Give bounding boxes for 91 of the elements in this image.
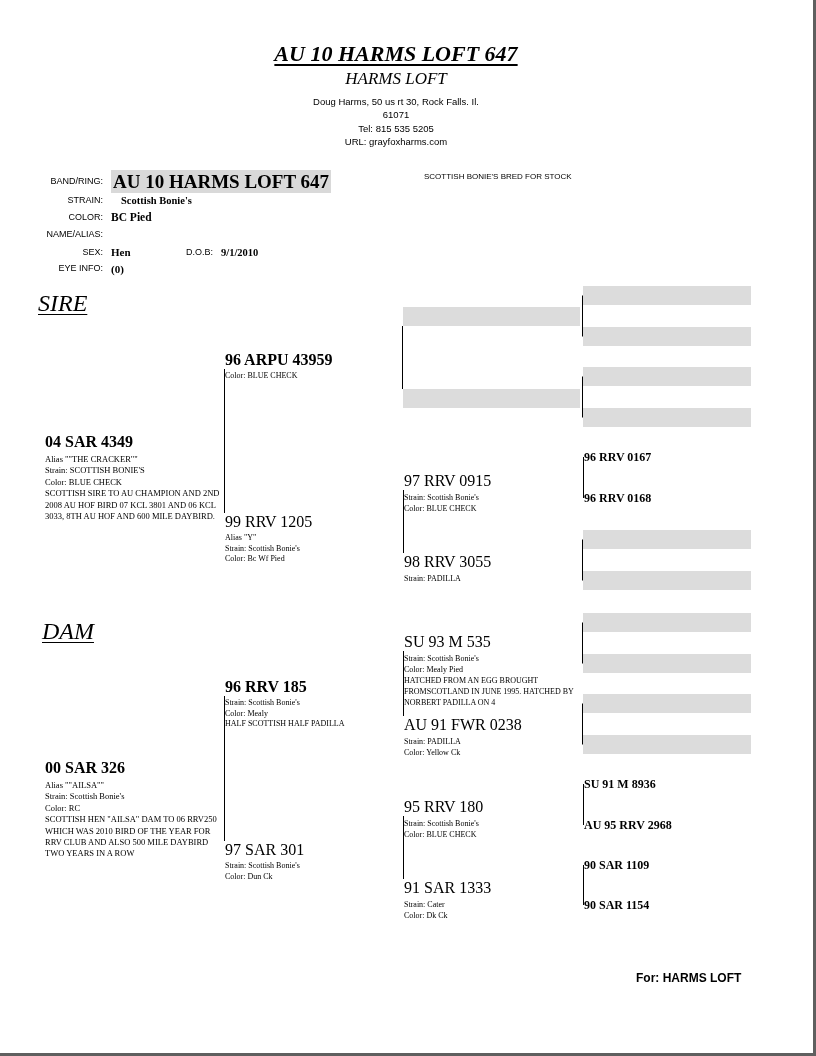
- band-number: 95 RRV 180: [404, 798, 484, 816]
- pairing-line: [403, 650, 404, 717]
- band-number: 90 SAR 1154: [584, 898, 650, 912]
- band-number: SU 93 M 535: [404, 633, 491, 651]
- blank-pedigree-bar: [583, 571, 751, 590]
- band-number: 98 RRV 3055: [404, 553, 492, 571]
- pairing-line: [224, 368, 225, 514]
- bird-detail: Strain: Scottish Bonie's: [404, 818, 479, 829]
- bird-detail: Strain: Cater: [404, 899, 445, 910]
- field-label: D.O.B:: [186, 248, 213, 257]
- band-number: 96 RRV 0167: [584, 450, 652, 464]
- loft-name: HARMS LOFT: [345, 69, 447, 89]
- pairing-line: [583, 783, 584, 826]
- blank-pedigree-bar: [583, 735, 751, 754]
- band-number: 90 SAR 1109: [584, 858, 650, 872]
- address-line: Doug Harms, 50 us rt 30, Rock Falls. Il.: [313, 96, 479, 108]
- bird-detail: Strain: Scottish Bonie's: [45, 791, 125, 803]
- bird-detail: Color: Bc Wf Pied: [225, 554, 285, 565]
- band-number: 99 RRV 1205: [225, 513, 313, 531]
- bird-detail: Color: BLUE CHECK: [225, 371, 298, 382]
- bird-detail: Strain: Scottish Bonie's: [225, 861, 300, 872]
- pairing-line: [403, 489, 404, 554]
- section-heading: DAM: [42, 617, 94, 646]
- field-value: 9/1/2010: [221, 246, 259, 259]
- band-number: 97 SAR 301: [225, 841, 305, 859]
- blank-pedigree-bar: [583, 327, 751, 346]
- bird-detail: Strain: Scottish Bonie's: [404, 492, 479, 503]
- address-line: 61071: [382, 109, 410, 121]
- bird-detail: Color: Dk Ck: [404, 910, 448, 921]
- band-number: 96 RRV 185: [225, 678, 307, 696]
- field-value: Hen: [111, 246, 131, 259]
- bird-detail: HATCHED FROM AN EGG BROUGHT FROMSCOTLAND IN JUNE 1995. HATCHED BY NORBERT PADILLA ON 4: [404, 675, 575, 708]
- bird-detail: SCOTTISH HEN "AILSA" DAM TO 06 RRV250 WHICH WAS 2010 BIRD OF THE YEAR FOR RRV CLUB AND ALSO 500 MILE DAYBIRD TWO YEARS IN A ROW: [45, 814, 218, 860]
- bird-detail: Strain: PADILLA: [404, 573, 461, 584]
- band-number: 04 SAR 4349: [45, 433, 133, 451]
- band-number: 00 SAR 326: [45, 759, 125, 777]
- blank-pedigree-bar: [583, 613, 751, 632]
- blank-pedigree-bar: [583, 367, 751, 386]
- pairing-line: [402, 325, 403, 390]
- band-number: 96 ARPU 43959: [225, 351, 333, 369]
- page-title: AU 10 HARMS LOFT 647: [274, 40, 518, 68]
- field-label: NAME/ALIAS:: [46, 230, 103, 239]
- stock-note: SCOTTISH BONIE'S BRED FOR STOCK: [424, 173, 572, 181]
- bird-detail: SCOTTISH SIRE TO AU CHAMPION AND 2ND 2008 AU HOF BIRD 07 KCL 3801 AND 06 KCL 3033, 8TH AU HOF AND 600 MILE DAYBIRD.: [45, 488, 221, 523]
- bird-detail: Color: RC: [45, 802, 81, 815]
- bird-detail: Color: Mealy Pied: [404, 664, 464, 675]
- bird-detail: Strain: Scottish Bonie's: [225, 698, 300, 709]
- bird-detail: Color: BLUE CHECK: [404, 829, 477, 840]
- band-number: 97 RRV 0915: [404, 472, 492, 490]
- field-label: BAND/RING:: [50, 177, 103, 186]
- bird-detail: Alias "Y": [225, 533, 257, 544]
- blank-pedigree-bar: [583, 286, 751, 305]
- footer-note: For: HARMS LOFT: [636, 971, 742, 985]
- field-label: COLOR:: [68, 213, 103, 222]
- band-number: SU 91 M 8936: [584, 777, 656, 791]
- field-value: Scottish Bonie's: [121, 195, 192, 207]
- field-label: SEX:: [82, 248, 103, 257]
- bird-detail: Color: BLUE CHECK: [45, 476, 122, 489]
- bird-detail: Strain: PADILLA: [404, 736, 461, 747]
- bird-detail: Color: BLUE CHECK: [404, 503, 477, 514]
- blank-pedigree-bar: [583, 694, 751, 713]
- pairing-line: [403, 815, 404, 880]
- blank-pedigree-bar: [403, 389, 580, 408]
- pairing-line: [583, 864, 584, 906]
- phone-line: Tel: 815 535 5205: [358, 123, 434, 135]
- blank-pedigree-bar: [583, 654, 751, 673]
- section-heading: SIRE: [38, 289, 88, 318]
- bird-detail: Color: Mealy: [225, 708, 268, 719]
- bird-detail: Alias ""THE CRACKER"": [45, 454, 138, 466]
- field-label: STRAIN:: [67, 196, 103, 205]
- band-number: AU 91 FWR 0238: [404, 716, 522, 734]
- bird-detail: Strain: Scottish Bonie's: [225, 543, 300, 554]
- band-number: AU 95 RRV 2968: [584, 818, 672, 832]
- bird-detail: Color: Dun Ck: [225, 871, 273, 882]
- bird-detail: Strain: Scottish Bonie's: [404, 653, 479, 664]
- blank-pedigree-bar: [583, 530, 751, 549]
- bird-detail: Alias ""AILSA"": [45, 780, 104, 792]
- blank-pedigree-bar: [403, 307, 580, 326]
- field-label: EYE INFO:: [58, 264, 103, 273]
- band-number: 91 SAR 1333: [404, 879, 492, 897]
- pairing-line: [224, 695, 225, 842]
- field-value: BC Pied: [111, 211, 152, 224]
- bird-detail: Strain: SCOTTISH BONIE'S: [45, 465, 145, 477]
- field-value: (0): [111, 263, 124, 276]
- url-line: URL: grayfoxharms.com: [344, 136, 448, 148]
- band-number-field: AU 10 HARMS LOFT 647: [111, 170, 332, 193]
- blank-pedigree-bar: [583, 408, 751, 427]
- pairing-line: [583, 456, 584, 499]
- band-number: 96 RRV 0168: [584, 491, 652, 505]
- bird-detail: Color: Yellow Ck: [404, 747, 461, 758]
- bird-detail: HALF SCOTTISH HALF PADILLA: [225, 719, 345, 730]
